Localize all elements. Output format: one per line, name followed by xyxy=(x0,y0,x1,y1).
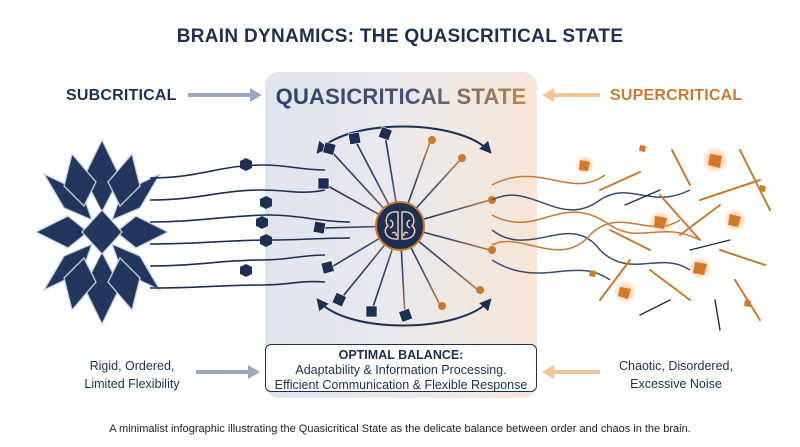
arrow-left-icon xyxy=(542,88,600,102)
ordered-connections xyxy=(149,164,351,289)
node-dots xyxy=(428,136,496,310)
subcritical-description-line2: Limited Flexibility xyxy=(84,377,180,391)
arrow-right-icon xyxy=(188,88,262,102)
optimal-balance-box: OPTIMAL BALANCE: Adaptability & Informat… xyxy=(265,344,537,392)
balance-line-1: Adaptability & Information Processing. xyxy=(295,363,507,377)
cube-node-icon xyxy=(312,126,414,323)
hexagon-node-icon xyxy=(240,158,272,277)
brain-icon xyxy=(375,201,425,251)
chaotic-fragments-icon xyxy=(575,145,771,331)
balance-line-2: Efficient Communication & Flexible Respo… xyxy=(274,378,528,392)
caption: A minimalist infographic illustrating th… xyxy=(109,423,691,435)
supercritical-description-line1: Chaotic, Disordered, xyxy=(619,359,733,373)
arrow-right-icon xyxy=(196,365,260,379)
page-title: BRAIN DYNAMICS: THE QUASICRITICAL STATE xyxy=(176,26,624,47)
quasicritical-title: QUASICRITICAL STATE xyxy=(265,84,537,110)
cycle-arrows xyxy=(316,125,492,327)
supercritical-label: SUPERCRITICAL xyxy=(610,87,743,104)
arrow-left-icon xyxy=(542,365,600,379)
subcritical-description-line1: Rigid, Ordered, xyxy=(89,359,175,373)
balance-heading: OPTIMAL BALANCE: xyxy=(338,348,464,362)
subcritical-label: SUBCRITICAL xyxy=(66,87,177,104)
subcritical-description: Rigid, Ordered, Limited Flexibility xyxy=(72,357,192,393)
crystal-icon xyxy=(34,138,170,326)
supercritical-description-line2: Excessive Noise xyxy=(630,377,722,391)
supercritical-description: Chaotic, Disordered, Excessive Noise xyxy=(606,357,746,393)
